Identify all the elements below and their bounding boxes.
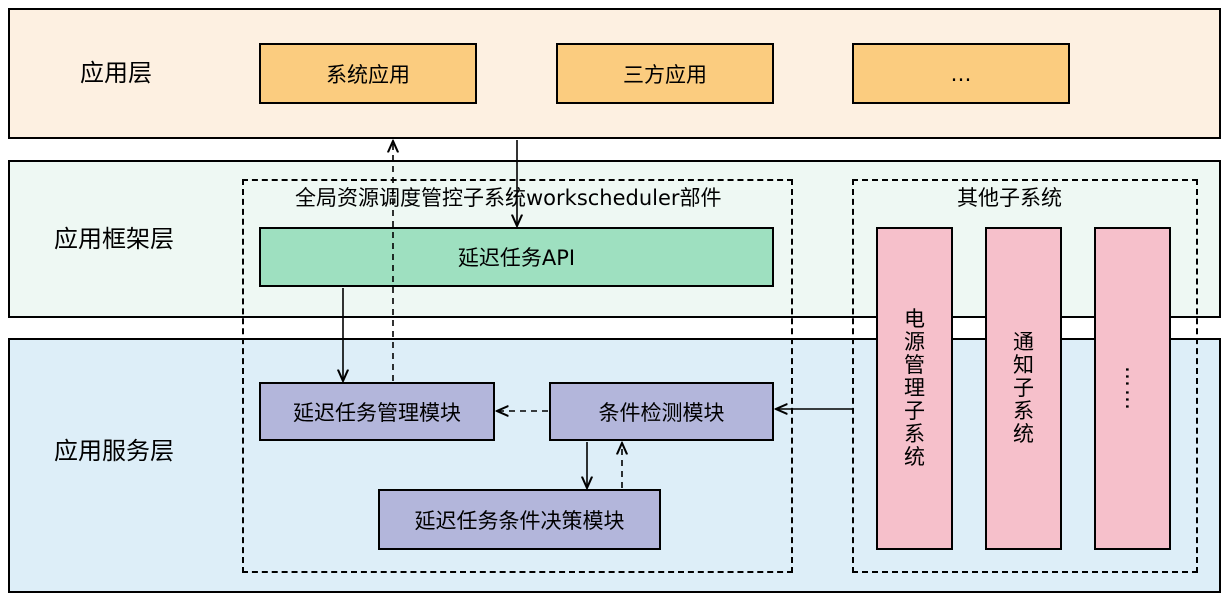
condition-check-module: 条件检测模块 (549, 382, 774, 441)
more-subsystems-label: …… (1121, 365, 1146, 412)
notify-char: 统 (1013, 422, 1034, 447)
notify-char: 知 (1013, 352, 1034, 377)
framework-layer-label: 应用框架层 (54, 225, 174, 253)
power-char: 电 (904, 306, 925, 331)
system-app-box: 系统应用 (259, 43, 477, 104)
other-subsystems-title: 其他子系统 (957, 186, 1062, 210)
notification-subsystem: 通 知 子 系 统 (985, 227, 1062, 550)
other-subsystems-group (852, 179, 1198, 573)
task-manager-module: 延迟任务管理模块 (259, 382, 495, 441)
deferred-task-api-box: 延迟任务API (259, 227, 774, 287)
service-layer-label: 应用服务层 (54, 437, 174, 465)
power-char: 系 (904, 422, 925, 447)
condition-decision-module: 延迟任务条件决策模块 (378, 489, 661, 550)
notify-char: 子 (1013, 375, 1034, 400)
power-char: 源 (904, 329, 925, 354)
more-apps-box: … (852, 43, 1070, 104)
power-management-subsystem: 电 源 管 理 子 系 统 (876, 227, 953, 550)
power-char: 理 (904, 375, 925, 400)
third-party-app-box: 三方应用 (556, 43, 774, 104)
app-layer-label: 应用层 (80, 59, 152, 87)
notify-char: 系 (1013, 399, 1034, 424)
power-char: 子 (904, 399, 925, 424)
power-char: 管 (904, 352, 925, 377)
power-char: 统 (904, 445, 925, 470)
workscheduler-title: 全局资源调度管控子系统workscheduler部件 (295, 186, 722, 210)
more-subsystems: …… (1094, 227, 1171, 550)
notify-char: 通 (1013, 329, 1034, 354)
